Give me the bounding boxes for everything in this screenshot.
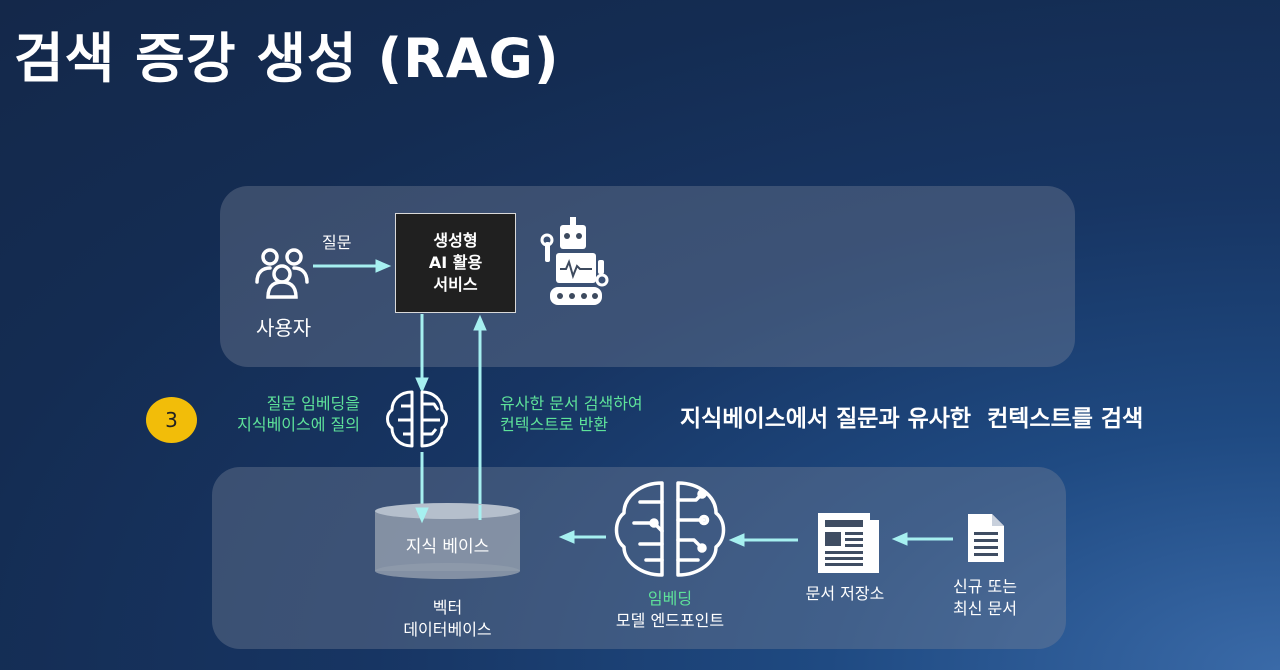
arrow-embed-to-kb bbox=[558, 530, 606, 544]
arrow-store-to-embed bbox=[728, 533, 798, 547]
embedding-line-2: 모델 엔드포인트 bbox=[615, 611, 725, 630]
document-store-icon bbox=[818, 513, 879, 573]
new-docs-line-2: 최신 문서 bbox=[953, 599, 1017, 618]
step-query-line-1: 질문 임베딩을 bbox=[266, 394, 360, 413]
question-label: 질문 bbox=[322, 233, 352, 252]
step-query-line-2: 지식베이스에 질의 bbox=[237, 415, 360, 434]
embedding-brain-icon bbox=[614, 481, 726, 577]
service-line-2: AI 활용 bbox=[428, 253, 483, 272]
knowledge-base-label: 지식 베이스 bbox=[405, 537, 490, 557]
embedding-endpoint-label: 임베딩 모델 엔드포인트 bbox=[600, 588, 740, 632]
vector-db-line-1: 벡터 bbox=[432, 598, 463, 617]
bottom-panel bbox=[212, 467, 1066, 649]
brain-icon bbox=[386, 390, 448, 448]
vector-db-label: 벡터 데이터베이스 bbox=[375, 597, 520, 641]
arrow-docs-to-store bbox=[891, 532, 953, 546]
robot-icon bbox=[540, 217, 609, 305]
knowledge-base-cylinder-icon bbox=[375, 503, 520, 579]
new-document-icon bbox=[968, 514, 1004, 562]
service-line-3: 서비스 bbox=[433, 275, 478, 294]
arrow-question bbox=[313, 259, 392, 273]
step-return-line-1: 유사한 문서 검색하여 bbox=[500, 394, 643, 413]
vector-db-line-2: 데이터베이스 bbox=[403, 620, 492, 639]
step-return-text: 유사한 문서 검색하여 컨텍스트로 반환 bbox=[500, 393, 643, 435]
user-label: 사용자 bbox=[256, 316, 312, 340]
step-badge: 3 bbox=[146, 397, 197, 443]
service-line-1: 생성형 bbox=[433, 231, 478, 250]
new-docs-line-1: 신규 또는 bbox=[953, 577, 1017, 596]
arrow-return-up bbox=[473, 314, 487, 518]
generative-ai-service-box: 생성형 AI 활용 서비스 bbox=[395, 213, 516, 313]
embedding-line-1: 임베딩 bbox=[647, 589, 693, 608]
step-return-line-2: 컨텍스트로 반환 bbox=[500, 415, 609, 434]
top-panel bbox=[220, 186, 1075, 367]
step-query-text: 질문 임베딩을 지식베이스에 질의 bbox=[212, 393, 360, 435]
new-documents-label: 신규 또는 최신 문서 bbox=[930, 576, 1040, 620]
document-store-label: 문서 저장소 bbox=[805, 584, 885, 603]
page-title: 검색 증강 생성 (RAG) bbox=[14, 27, 560, 90]
step-headline: 지식베이스에서 질문과 유사한 컨텍스트를 검색 bbox=[680, 406, 1144, 432]
users-icon bbox=[255, 248, 309, 299]
